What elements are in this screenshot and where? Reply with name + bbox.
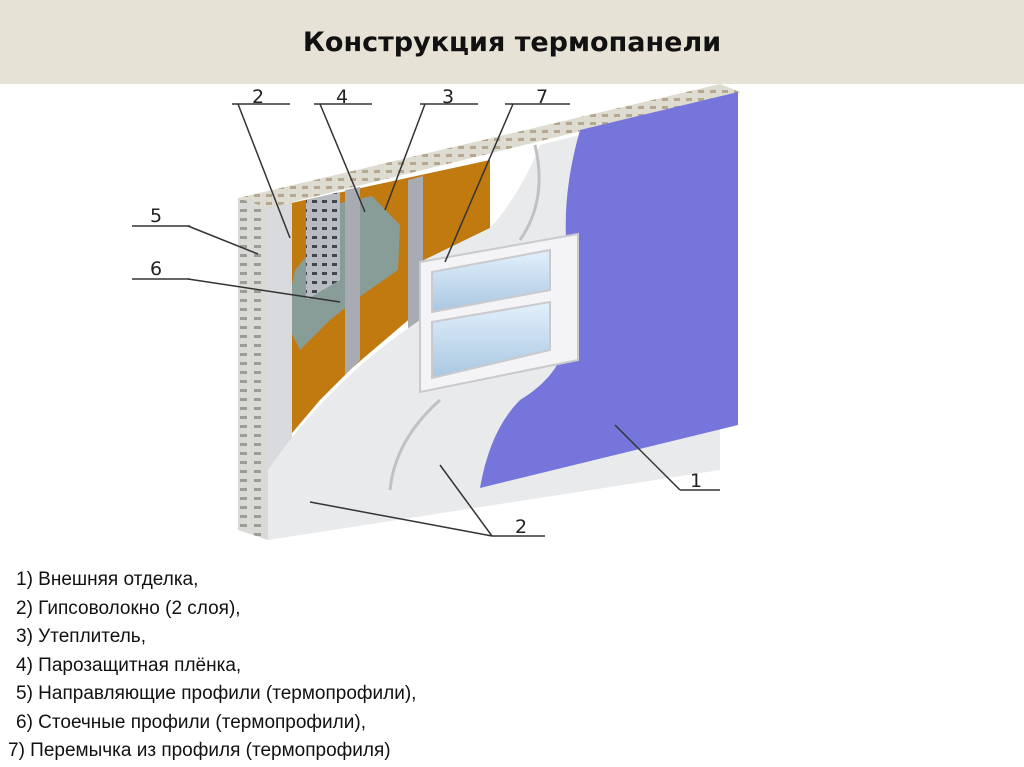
callout-2-bottom: 2 — [309, 464, 545, 538]
legend-list: 1) Внешняя отделка, 2) Гипсоволокно (2 с… — [8, 566, 416, 766]
callout-label: 6 — [150, 258, 162, 280]
vapor-film — [285, 196, 400, 350]
legend-item-4: 4) Парозащитная плёнка, — [16, 654, 242, 676]
callout-6: 6 — [132, 258, 341, 303]
callout-label: 4 — [336, 86, 348, 108]
callout-label: 7 — [536, 86, 548, 108]
slide-header: Конструкция термопанели — [0, 0, 1024, 84]
legend-item-1: 1) Внешняя отделка, — [16, 569, 199, 590]
thermopanel-diagram: 2 4 3 7 5 6 1 2 — [132, 84, 740, 540]
callout-3: 3 — [384, 86, 478, 211]
callout-label: 5 — [150, 205, 162, 227]
callout-label: 1 — [690, 470, 702, 492]
exterior-finish — [480, 92, 738, 488]
callout-2-top: 2 — [232, 86, 291, 239]
callout-1: 1 — [614, 424, 720, 492]
callout-4: 4 — [314, 86, 372, 213]
slide-title: Конструкция термопанели — [302, 26, 722, 58]
window — [419, 232, 579, 394]
legend-item-2: 2) Гипсоволокно (2 слоя), — [16, 597, 241, 619]
callout-7: 7 — [444, 86, 570, 263]
legend-item-5: 5) Направляющие профили (термопрофили), — [16, 683, 417, 704]
legend-item-7: 7) Перемычка из профиля (термопрофиля) — [8, 740, 391, 761]
callout-label: 2 — [515, 516, 527, 538]
stud-profile-mid — [345, 187, 360, 375]
gypsum-inner-strip — [268, 203, 292, 470]
stud-profile-left — [306, 192, 340, 300]
gypsum-seam-upper — [518, 144, 541, 241]
panel-top-edge — [238, 84, 740, 208]
panel-left-edge — [238, 198, 268, 540]
callout-label: 3 — [442, 86, 454, 108]
gypsum-seam-lower — [388, 398, 441, 491]
legend-item-6: 6) Стоечные профили (термопрофили), — [16, 711, 366, 733]
legend-item-3: 3) Утеплитель, — [16, 626, 146, 647]
callout-label: 2 — [252, 86, 264, 108]
callout-5: 5 — [132, 205, 259, 255]
